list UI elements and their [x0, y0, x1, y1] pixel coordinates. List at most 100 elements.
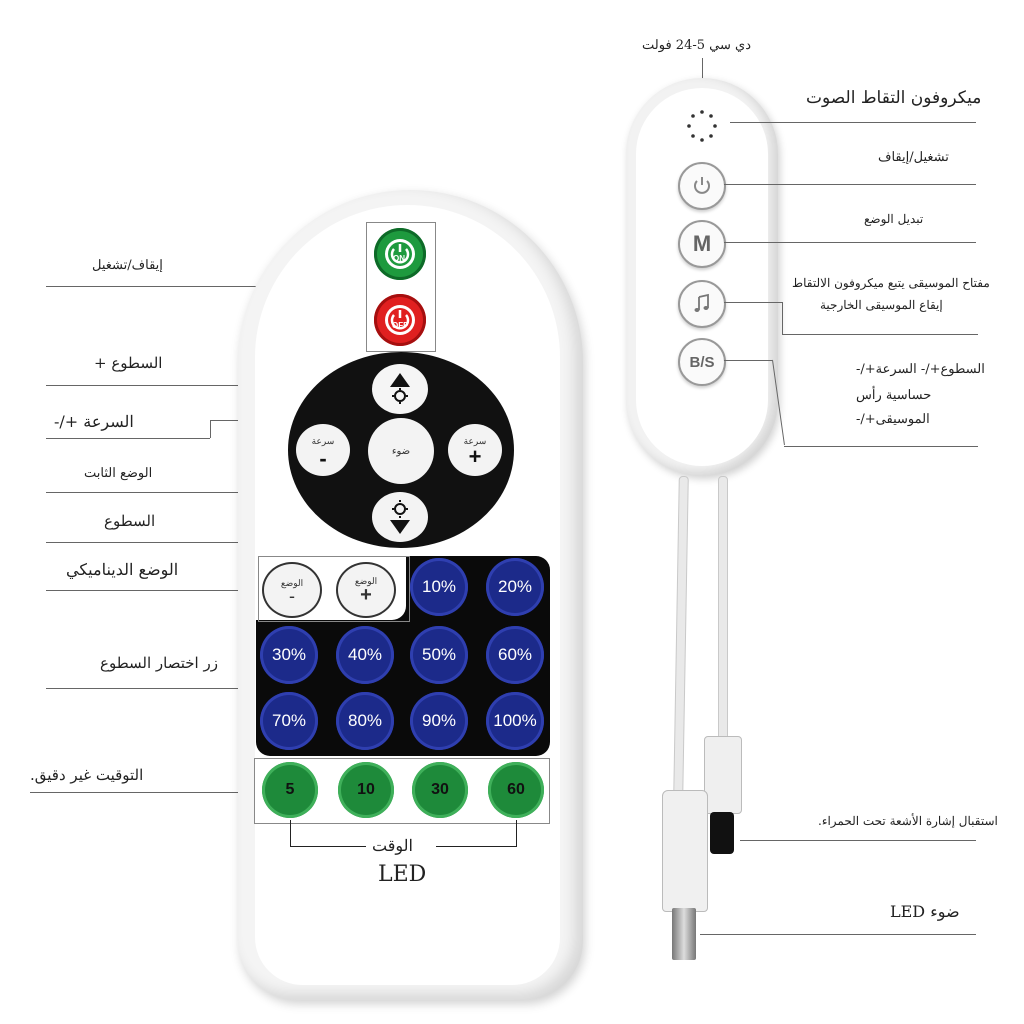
dc-plug-tip: [672, 908, 696, 960]
on-button[interactable]: ON: [374, 228, 426, 280]
remote-brand: LED: [378, 862, 427, 887]
timer-button[interactable]: 5: [262, 762, 318, 818]
power-input-line: [702, 58, 703, 80]
shortcut-line: [46, 688, 256, 689]
timer-button[interactable]: 60: [488, 762, 544, 818]
time-label: الوقت: [372, 836, 413, 855]
sun-down-icon: [390, 500, 410, 534]
bs-line-3: [784, 446, 978, 447]
static-mode-label: الوضع الثابت: [84, 466, 153, 481]
power-icon: [385, 305, 415, 335]
speed-minus-label: سرعة: [311, 436, 335, 446]
bs-label-2: حساسية رأس: [856, 388, 932, 403]
dc-plug-body: [662, 790, 708, 912]
led-light-line: [700, 934, 976, 935]
brightness-down-button[interactable]: [372, 492, 428, 542]
minus-icon: -: [319, 446, 327, 471]
time-bracket-bottom-l: [290, 846, 366, 847]
timer-box: [254, 758, 550, 824]
bright-plus-line: [46, 385, 376, 386]
mic-icon: [687, 110, 717, 142]
plus-icon: +: [360, 584, 372, 606]
ir-label: استقبال إشارة الأشعة تحت الحمراء.: [818, 814, 998, 828]
off-text: OFF: [392, 321, 408, 330]
time-bracket-right: [516, 820, 517, 846]
percent-button[interactable]: 90%: [410, 692, 468, 750]
timer-button[interactable]: 30: [412, 762, 468, 818]
cable-left: [673, 475, 689, 799]
percent-button[interactable]: 100%: [486, 692, 544, 750]
mode-minus-button[interactable]: الوضع -: [262, 562, 322, 618]
onoff-line: [46, 286, 368, 287]
ctrl-power-label: تشغيل/إيقاف: [878, 150, 949, 165]
static-mode-line: [46, 492, 402, 493]
minus-icon: -: [289, 586, 295, 606]
ctrl-power-button[interactable]: [678, 162, 726, 210]
shortcut-label: زر اختصار السطوع: [100, 654, 218, 672]
percent-button[interactable]: 20%: [486, 558, 544, 616]
speed-line-2: [210, 420, 211, 438]
mode-plus-label: الوضع: [354, 576, 378, 586]
percent-button[interactable]: 30%: [260, 626, 318, 684]
music-key-line-3: [782, 334, 978, 335]
power-icon: [385, 239, 415, 269]
music-key-line-2: [782, 302, 783, 334]
on-text: ON: [393, 254, 405, 263]
speed-minus-button[interactable]: سرعة -: [296, 424, 350, 476]
led-light-label: ضوء LED: [890, 902, 960, 921]
onoff-box: [366, 222, 436, 352]
mode-switch-line: [724, 242, 976, 243]
speed-label: السرعة +/-: [54, 412, 134, 431]
brightness-up-button[interactable]: [372, 364, 428, 414]
ir-receiver: [704, 736, 742, 814]
speed-plus-button[interactable]: سرعة +: [448, 424, 502, 476]
bright-plus-label: السطوع +: [94, 354, 163, 372]
brightness-line: [46, 542, 376, 543]
percent-button[interactable]: 60%: [486, 626, 544, 684]
bs-label-3: الموسيقى+/-: [856, 412, 930, 427]
controller-face: [636, 88, 768, 466]
dynamic-mode-label: الوضع الديناميكي: [66, 560, 179, 579]
light-button[interactable]: ضوء: [368, 418, 434, 484]
percent-button[interactable]: 50%: [410, 626, 468, 684]
onoff-label: إيقاف/تشغيل: [92, 258, 163, 273]
bs-button[interactable]: B/S: [678, 338, 726, 386]
time-bracket-left: [290, 820, 291, 846]
music-button[interactable]: [678, 280, 726, 328]
ctrl-power-line: [724, 184, 976, 185]
speed-plus-label: سرعة: [463, 436, 487, 446]
sun-up-icon: [390, 373, 410, 404]
timing-label: التوقيت غير دقيق.: [30, 766, 144, 784]
dynamic-mode-line: [46, 590, 260, 591]
percent-button[interactable]: 40%: [336, 626, 394, 684]
music-note-icon: [694, 293, 709, 312]
plus-icon: +: [468, 444, 482, 469]
light-label: ضوء: [391, 445, 411, 457]
music-key-label-2: إيقاع الموسيقى الخارجية: [820, 298, 943, 312]
time-bracket-bottom-r: [436, 846, 517, 847]
percent-button[interactable]: 70%: [260, 692, 318, 750]
off-button[interactable]: OFF: [374, 294, 426, 346]
cable-right: [718, 476, 728, 740]
ir-sensor: [710, 812, 734, 854]
mode-switch-label: تبديل الوضع: [864, 212, 924, 226]
percent-button[interactable]: 80%: [336, 692, 394, 750]
mode-switch-button[interactable]: M: [678, 220, 726, 268]
power-input-label: دي سي 5-24 فولت: [642, 38, 751, 53]
bs-label-1: السطوع+/- السرعة+/-: [856, 362, 985, 377]
music-key-line: [724, 302, 782, 303]
mode-plus-button[interactable]: الوضع +: [336, 562, 396, 618]
timer-button[interactable]: 10: [338, 762, 394, 818]
timing-line: [30, 792, 254, 793]
ir-line: [740, 840, 976, 841]
bs-line: [724, 360, 772, 361]
brightness-label: السطوع: [104, 512, 156, 530]
mic-line: [730, 122, 976, 123]
percent-button[interactable]: 10%: [410, 558, 468, 616]
speed-line: [46, 438, 210, 439]
power-icon: [694, 177, 710, 194]
mic-label: ميكروفون التقاط الصوت: [806, 88, 982, 108]
mode-minus-label: الوضع: [280, 578, 304, 588]
mode-box: [258, 556, 410, 622]
music-key-label-1: مفتاح الموسيقى يتبع ميكروفون الالتقاط: [792, 276, 990, 290]
